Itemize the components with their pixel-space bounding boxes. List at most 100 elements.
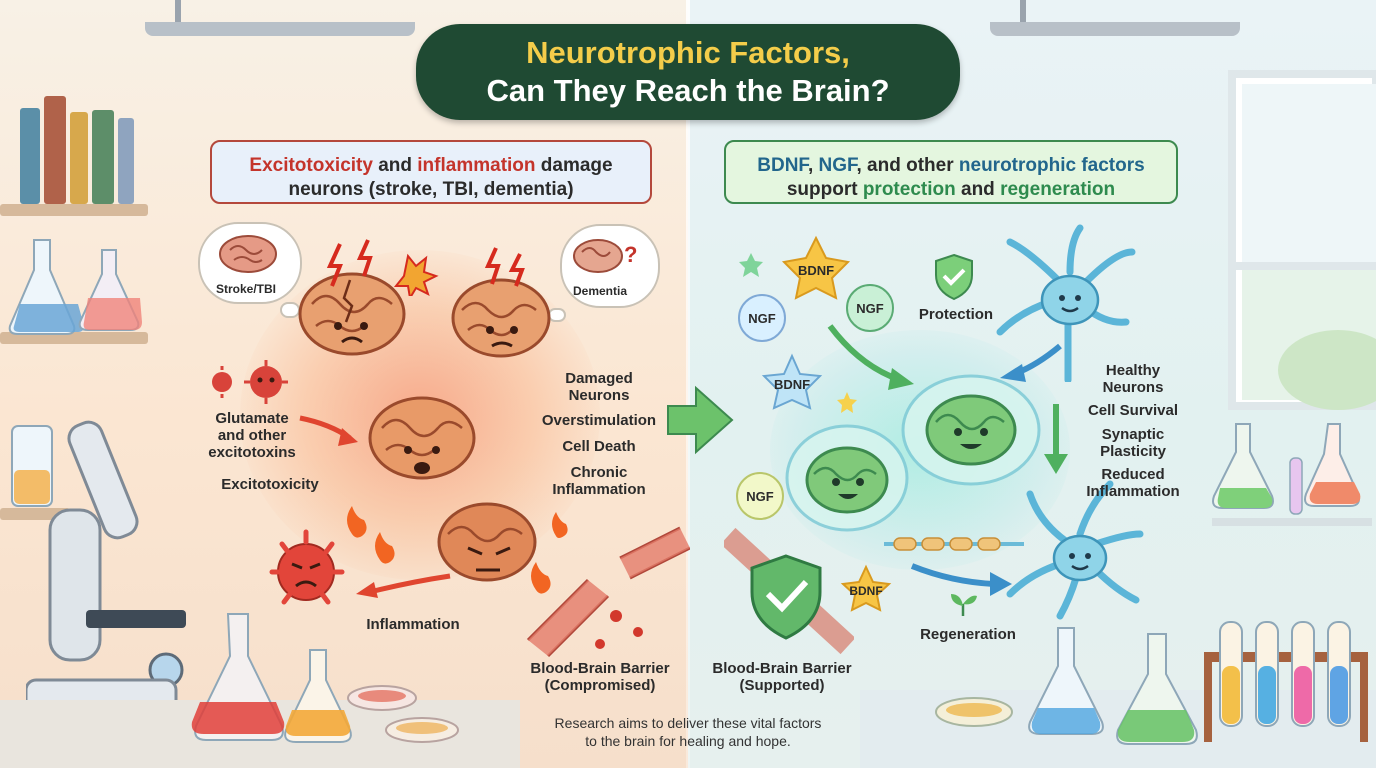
label-line: and other <box>217 427 287 444</box>
header-regeneration: regeneration <box>1000 179 1116 200</box>
header-text: and <box>955 179 1001 200</box>
label-line: Healthy <box>1105 362 1161 379</box>
beaker-left <box>11 425 53 507</box>
label-reduced-inflammation: Reduced Inflammation <box>1078 466 1188 500</box>
label-chronic-inflammation: Chronic Inflammation <box>536 464 662 498</box>
brain-icon <box>219 235 277 273</box>
label-inflammation: Inflammation <box>366 616 460 633</box>
header-text: support <box>786 179 863 200</box>
lightning-icons <box>326 239 525 296</box>
book <box>20 108 40 204</box>
left-header: Excitotoxicity and inflammation damage n… <box>210 140 652 204</box>
footer-line-1: Research aims to deliver these vital fac… <box>554 715 822 731</box>
flask-shelf-left <box>8 239 142 335</box>
header-ngf: NGF <box>818 155 857 176</box>
arrow-down <box>1044 404 1068 474</box>
label-damaged-neurons: Damaged Neurons <box>544 370 654 404</box>
header-bdnf: BDNF <box>757 155 808 176</box>
label-cell-survival: Cell Survival <box>1087 402 1179 419</box>
microscope-icon <box>26 420 186 716</box>
healthy-brain-small <box>785 424 909 532</box>
shield-check-icon <box>935 253 973 301</box>
footer-caption: Research aims to deliver these vital fac… <box>488 714 888 750</box>
label-line: Synaptic <box>1101 426 1165 443</box>
bbb-compromised-icon <box>526 526 690 658</box>
arrow-excitotoxins <box>299 415 358 446</box>
label-bbb-supported: Blood-Brain Barrier (Supported) <box>704 660 860 694</box>
label-line: (Compromised) <box>544 677 656 694</box>
arrow-from-neuron <box>1000 343 1062 382</box>
damaged-brain-1 <box>298 272 406 356</box>
neuron-bottom <box>1006 480 1144 620</box>
small-star-icon <box>837 392 857 413</box>
label-regeneration: Regeneration <box>920 626 1016 643</box>
cloud-label-dementia: Dementia <box>573 284 628 298</box>
label-line: Blood-Brain Barrier <box>712 660 852 677</box>
header-inflammation: inflammation <box>417 155 536 176</box>
flasks-right-shelf <box>1212 423 1372 526</box>
badge-bdnf-mid: BDNF <box>773 377 811 392</box>
virus-icon <box>212 360 288 404</box>
arrow-to-brain <box>827 324 914 390</box>
book <box>92 110 114 204</box>
label-bbb-compromised: Blood-Brain Barrier (Compromised) <box>524 660 676 694</box>
header-text: and <box>372 155 418 176</box>
cloud-label-stroke: Stroke/TBI <box>216 282 277 296</box>
label-line: Plasticity <box>1100 443 1166 460</box>
header-text: damage <box>535 155 613 176</box>
header-excitotoxicity: Excitotoxicity <box>249 155 373 176</box>
window-illustration <box>1228 70 1376 410</box>
bdnf-star-mid <box>761 353 823 410</box>
lamp-left <box>145 22 415 36</box>
label-line: Damaged <box>565 370 633 387</box>
header-protection: protection <box>862 179 956 200</box>
angry-microglia-icon <box>269 529 345 605</box>
damaged-brain-angry <box>437 502 537 582</box>
badge-ngf-2: NGF <box>856 301 884 316</box>
transition-arrow-icon <box>667 385 734 455</box>
axon-myelin <box>884 537 1024 551</box>
badge-bdnf-low: BDNF <box>849 584 883 598</box>
brain-question-icon: ? <box>573 239 637 273</box>
sprout-icon <box>951 594 977 616</box>
label-healthy-neurons: Healthy Neurons <box>1086 362 1180 396</box>
label-overstimulation: Overstimulation <box>541 412 657 429</box>
book <box>118 118 134 204</box>
label-line: Glutamate <box>215 410 289 427</box>
header-text: , and other <box>856 155 959 176</box>
lamp-right <box>990 22 1240 36</box>
label-line: Reduced <box>1101 466 1165 483</box>
right-header: BDNF, NGF, and other neurotrophic factor… <box>724 140 1178 204</box>
footer-line-2: to the brain for healing and hope. <box>585 733 791 749</box>
title-line-2: Can They Reach the Brain? <box>486 73 890 108</box>
flasks-right-bottom <box>935 627 1198 745</box>
ngf-bubble-3 <box>736 472 784 520</box>
label-cell-death: Cell Death <box>562 438 636 455</box>
label-line: (Supported) <box>739 677 825 694</box>
healthy-brain-large <box>901 374 1041 486</box>
arrow-inflammation <box>356 573 451 598</box>
ngf-bubble-2 <box>846 284 894 332</box>
test-tube-rack <box>1204 621 1368 742</box>
lamp-left-cord <box>175 0 181 22</box>
title-banner: Neurotrophic Factors, Can They Reach the… <box>416 24 960 120</box>
label-line: Neurons <box>568 387 630 404</box>
damaged-brain-center <box>368 396 476 480</box>
fire-icons <box>347 506 568 594</box>
book <box>44 96 66 204</box>
badge-bdnf-top: BDNF <box>797 263 835 278</box>
header-neurotrophic: neurotrophic factors <box>958 155 1145 176</box>
header-line-2: neurons (stroke, TBI, dementia) <box>288 179 574 200</box>
label-protection: Protection <box>918 306 994 323</box>
neuron-top <box>996 224 1136 382</box>
shelf <box>0 204 148 216</box>
label-line: Inflammation <box>1086 483 1180 500</box>
label-glutamate: Glutamate and other excitotoxins <box>208 410 296 461</box>
label-line: Chronic <box>570 464 628 481</box>
label-line: excitotoxins <box>208 444 296 461</box>
label-line: Neurons <box>1102 379 1164 396</box>
badge-ngf-1: NGF <box>748 311 776 326</box>
panel-divider <box>686 0 690 768</box>
lamp-right-cord <box>1020 0 1026 22</box>
header-text: , <box>807 155 819 176</box>
